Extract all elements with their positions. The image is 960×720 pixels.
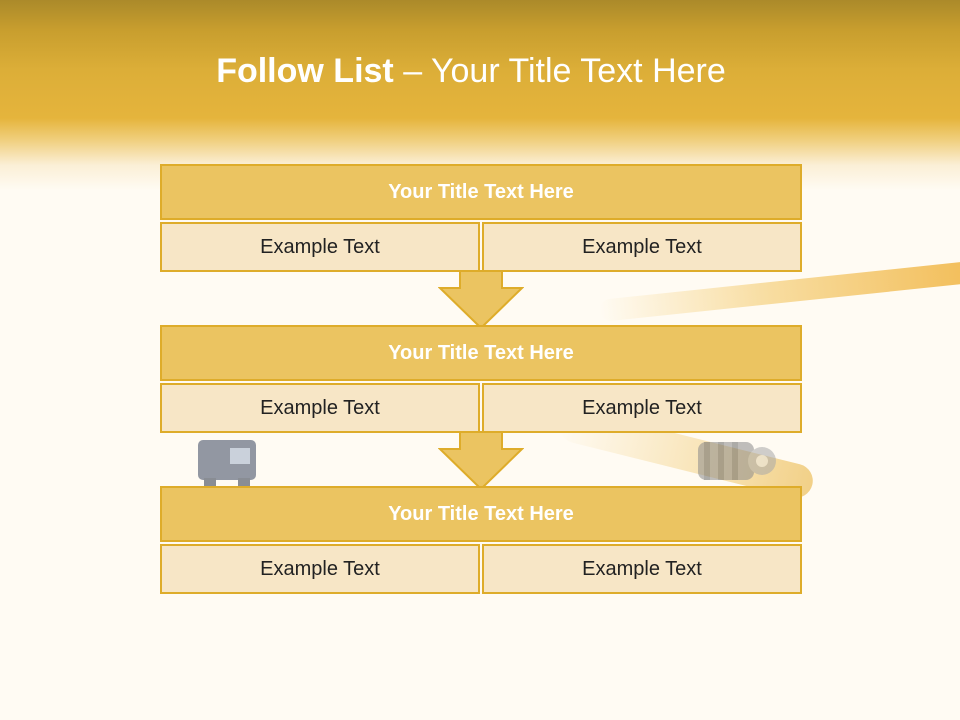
block-cell-left: Example Text bbox=[160, 222, 480, 272]
block-row: Example Text Example Text bbox=[160, 544, 802, 594]
arrow-down-icon bbox=[438, 270, 524, 330]
slide-title-strong: Follow List bbox=[216, 52, 394, 90]
header-band bbox=[0, 0, 960, 190]
block-cell-left: Example Text bbox=[160, 544, 480, 594]
block-title: Your Title Text Here bbox=[160, 486, 802, 542]
block-cell-right: Example Text bbox=[482, 383, 802, 433]
block-cell-left: Example Text bbox=[160, 383, 480, 433]
list-block-3: Your Title Text Here Example Text Exampl… bbox=[160, 486, 802, 594]
list-block-1: Your Title Text Here Example Text Exampl… bbox=[160, 164, 802, 272]
fiber-connector-icon bbox=[198, 440, 256, 486]
block-cell-right: Example Text bbox=[482, 222, 802, 272]
slide-title-rest: – Your Title Text Here bbox=[403, 52, 726, 90]
block-cell-right: Example Text bbox=[482, 544, 802, 594]
block-title: Your Title Text Here bbox=[160, 325, 802, 381]
arrow-down-icon bbox=[438, 431, 524, 491]
fiber-connector-icon bbox=[698, 442, 776, 480]
block-title: Your Title Text Here bbox=[160, 164, 802, 220]
list-block-2: Your Title Text Here Example Text Exampl… bbox=[160, 325, 802, 433]
block-row: Example Text Example Text bbox=[160, 222, 802, 272]
slide-title: Follow List – Your Title Text Here bbox=[0, 52, 942, 91]
block-row: Example Text Example Text bbox=[160, 383, 802, 433]
